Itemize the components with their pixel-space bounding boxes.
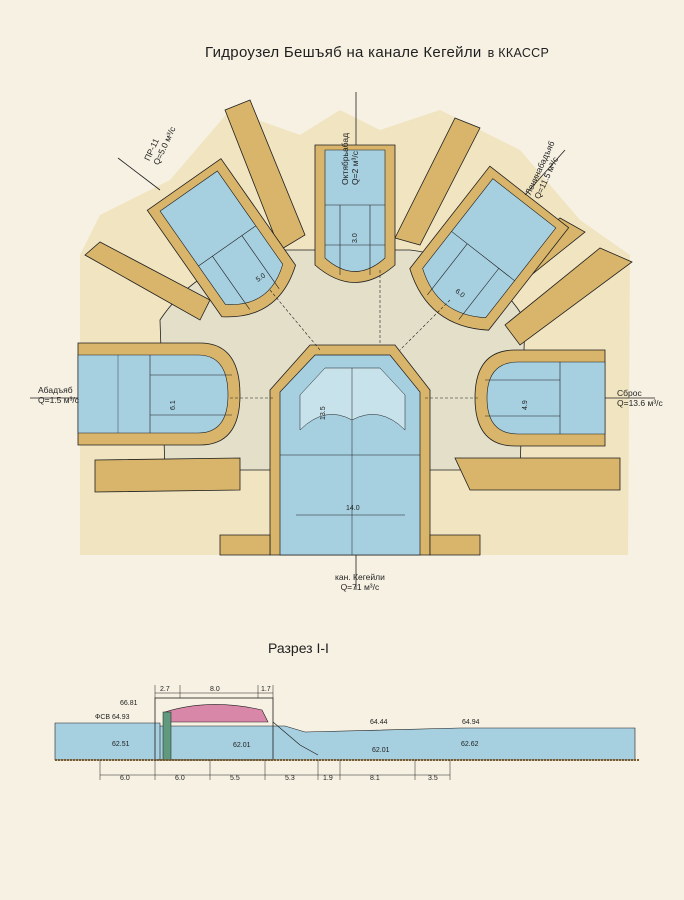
section-top-dim: 8.0 <box>210 686 220 693</box>
title-region: в ККАССР <box>487 46 550 60</box>
elev-bottom-right: 62.62 <box>461 741 479 748</box>
elev-water-right: 64.94 <box>462 719 480 726</box>
canal-discharge: Q=2 м³/с <box>350 151 360 185</box>
dim-main-width: 14.0 <box>346 505 360 512</box>
dim-abad-width: 6.1 <box>170 400 177 410</box>
canal-abad-structure <box>77 342 241 446</box>
canal-discharge: Q=1.5 м³/с <box>38 395 80 405</box>
canal-label-kegeyli: кан. Кегейли Q=71 м³/с <box>335 572 385 592</box>
elev-bottom-left: 62.51 <box>112 741 130 748</box>
section-bottom-dim: 1.9 <box>323 775 333 782</box>
section-bottom-dim: 3.5 <box>428 775 438 782</box>
dim-oktyabr-width: 3.0 <box>352 233 359 243</box>
dim-sbros-width: 4.9 <box>522 400 529 410</box>
canal-leninabad-structure <box>409 165 570 331</box>
elev-water-mid: 64.44 <box>370 719 388 726</box>
section-deck <box>164 704 269 723</box>
section-gate-pier <box>162 711 172 761</box>
canal-name: Абадъяб <box>38 385 73 395</box>
section-top-dim: 2.7 <box>160 686 170 693</box>
dim-center-height: 13.5 <box>320 406 327 420</box>
drawing-title: Гидроузел Бешъяб на канале Кегейли в ККАС… <box>205 44 549 61</box>
section-bottom-dim: 6.0 <box>175 775 185 782</box>
canal-name: кан. Кегейли <box>335 572 385 582</box>
canal-label-abad: Абадъяб Q=1.5 м³/с <box>38 385 79 405</box>
central-basin <box>269 344 431 556</box>
elev-bottom-right-inner: 62.01 <box>372 747 390 754</box>
canal-name: Октябрьабад <box>340 132 350 185</box>
canal-pr11-structure <box>146 158 296 318</box>
elev-bottom-mid: 62.01 <box>233 742 251 749</box>
section-water <box>54 722 636 761</box>
section-bottom-dim: 6.0 <box>120 775 130 782</box>
canal-sbros-structure <box>474 349 606 447</box>
canal-discharge: Q=13.6 м³/с <box>617 398 663 408</box>
section-slope <box>272 721 319 756</box>
section-drawing <box>54 685 640 780</box>
canal-discharge: Q=71 м³/с <box>340 582 380 592</box>
canal-name: Сброс <box>617 388 642 398</box>
dashed-conduits <box>230 270 480 399</box>
section-title: Разрез I-I <box>268 640 329 656</box>
section-top-dim: 1.7 <box>261 686 271 693</box>
elev-fsl-left: ФСВ 64.93 <box>95 714 130 721</box>
section-bottom-dim: 5.3 <box>285 775 295 782</box>
axis-lines <box>30 92 655 590</box>
elev-crest: 66.81 <box>120 700 138 707</box>
section-bottom-dim: 5.5 <box>230 775 240 782</box>
section-bottom-dim: 8.1 <box>370 775 380 782</box>
canal-label-sbros: Сброс Q=13.6 м³/с <box>617 388 663 408</box>
main-canal-banks <box>219 534 481 556</box>
canal-label-oktyabr: Октябрьабад Q=2 м³/с <box>340 133 360 185</box>
canal-oktyabr-structure <box>314 144 396 283</box>
title-main: Гидроузел Бешъяб на канале Кегейли <box>205 44 482 61</box>
